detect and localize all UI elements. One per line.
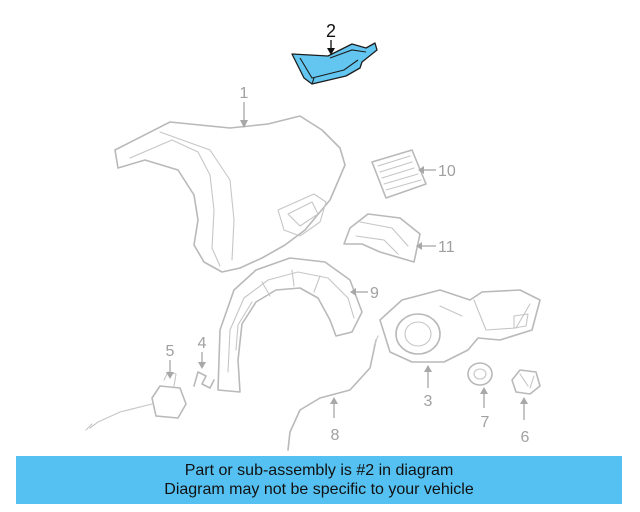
part-1-quarter-panel[interactable] (114, 115, 346, 273)
callout-label-5: 5 (166, 343, 175, 360)
banner-line-2: Diagram may not be specific to your vehi… (164, 481, 474, 498)
info-banner: Part or sub-assembly is #2 in diagram Di… (16, 456, 622, 504)
callout-label-9: 9 (370, 285, 379, 302)
callout-label-3: 3 (424, 393, 433, 410)
part-8-release-cable[interactable] (287, 335, 379, 451)
callout-label-1: 1 (240, 85, 249, 102)
callout-label-8: 8 (331, 427, 340, 444)
callout-arrow-2 (327, 48, 335, 55)
part-5-actuator-harness[interactable] (85, 371, 187, 431)
part-4-clip[interactable] (193, 371, 215, 389)
callout-label-7: 7 (481, 414, 490, 431)
callout-label-6: 6 (521, 429, 530, 446)
callout-label-10: 10 (438, 163, 456, 180)
callout-label-4: 4 (198, 335, 207, 352)
part-11-bracket[interactable] (343, 213, 421, 263)
part-7-grommet[interactable] (467, 362, 493, 386)
part-6-actuator[interactable] (511, 369, 541, 395)
part-9-wheelhouse-liner[interactable] (217, 257, 363, 393)
banner-line-1: Part or sub-assembly is #2 in diagram (184, 462, 454, 479)
callout-label-2: 2 (326, 21, 336, 41)
part-2-highlighted[interactable] (291, 42, 378, 85)
parts-diagram: 2 1 10 11 9 (85, 21, 541, 451)
part-10-vent-grille[interactable] (371, 149, 427, 199)
callout-label-11: 11 (438, 239, 455, 256)
part-3-fuel-door-housing[interactable] (379, 289, 541, 363)
